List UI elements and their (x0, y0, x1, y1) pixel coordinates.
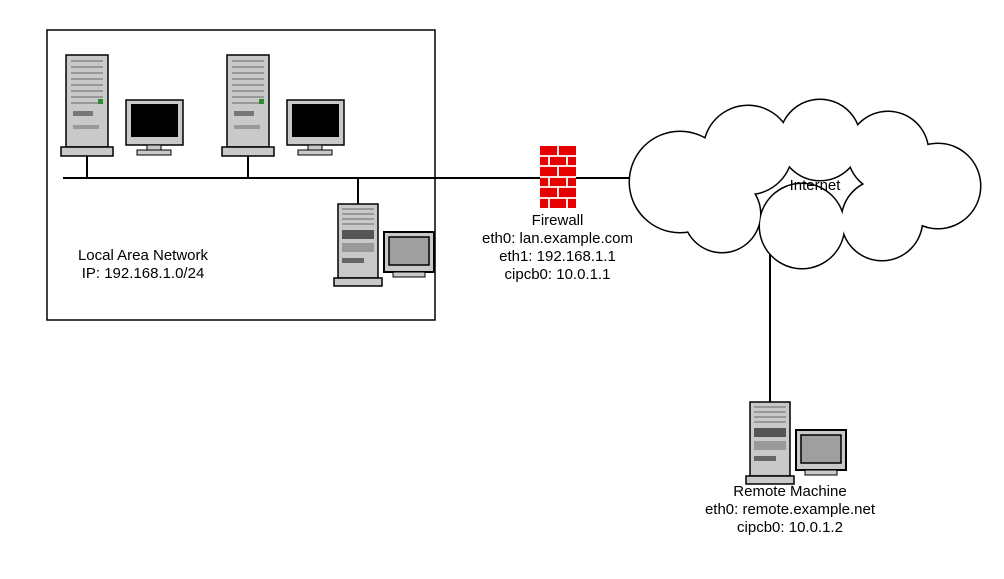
lan-boundary-box (46, 29, 436, 321)
firewall-icon (540, 146, 576, 208)
lan-server-icon (333, 203, 435, 287)
internet-label: Internet (789, 177, 841, 194)
remote-cipcb0: cipcb0: 10.0.1.2 (737, 519, 843, 536)
firewall-name: Firewall (531, 212, 584, 229)
firewall-eth0: eth0: lan.example.com (482, 230, 633, 247)
lan-label: Local Area Network IP: 192.168.1.0/24 (48, 247, 238, 283)
lan-ip: IP: 192.168.1.0/24 (81, 265, 205, 282)
remote-name: Remote Machine (733, 483, 847, 500)
remote-eth0: eth0: remote.example.net (704, 501, 876, 518)
lan-name: Local Area Network (77, 247, 209, 264)
remote-label: Remote Machine eth0: remote.example.net … (665, 483, 915, 537)
firewall-label: Firewall eth0: lan.example.com eth1: 192… (455, 212, 660, 284)
cloud-icon (628, 98, 982, 270)
workstation-1-icon (60, 54, 184, 157)
firewall-cipcb0: cipcb0: 10.0.1.1 (504, 266, 611, 283)
remote-machine-icon (745, 401, 847, 485)
workstation-2-icon (221, 54, 345, 157)
firewall-eth1: eth1: 192.168.1.1 (499, 248, 616, 265)
